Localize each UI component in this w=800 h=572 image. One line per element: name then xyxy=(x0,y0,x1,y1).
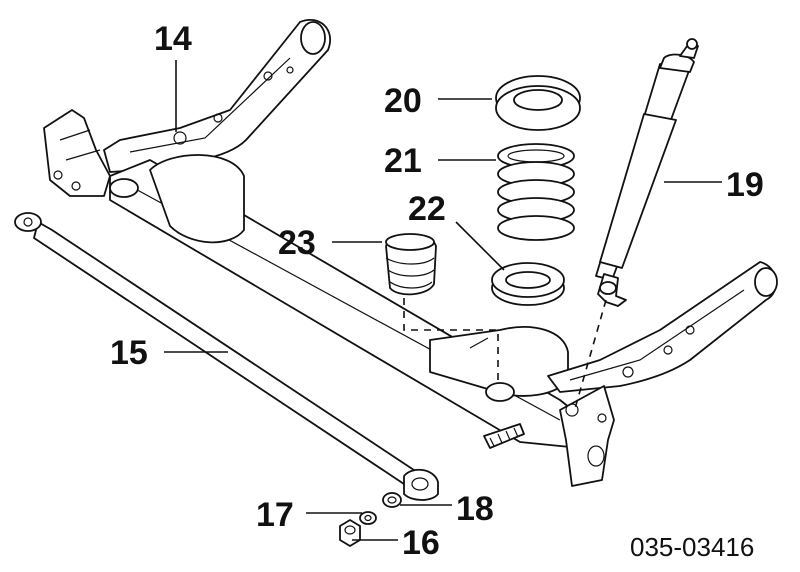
callout-20: 20 xyxy=(384,82,422,120)
callout-15: 15 xyxy=(110,334,148,372)
spring-seat-upper xyxy=(495,75,581,131)
coil-spring xyxy=(497,143,575,241)
figure-code: 035-03416 xyxy=(630,532,754,562)
callout-23: 23 xyxy=(278,224,316,262)
callout-22: 22 xyxy=(408,190,446,228)
callout-16: 16 xyxy=(402,524,440,562)
nut-16 xyxy=(339,519,361,547)
callout-14: 14 xyxy=(154,20,192,58)
leader-22 xyxy=(455,221,505,271)
lateral-rod xyxy=(14,212,439,501)
assembly-line-shock xyxy=(573,299,607,413)
assembly-line-bump-stop xyxy=(403,298,499,384)
axle-beam xyxy=(109,154,601,449)
trailing-arm-right xyxy=(547,261,778,487)
bump-stop xyxy=(385,233,437,296)
callout-17: 17 xyxy=(256,496,294,534)
callout-18: 18 xyxy=(456,490,494,528)
washer-18 xyxy=(382,492,402,508)
spring-seat-lower xyxy=(491,262,565,306)
small-hardware xyxy=(339,492,402,547)
shock-absorber xyxy=(595,38,699,307)
callout-19: 19 xyxy=(726,166,764,204)
callout-21: 21 xyxy=(384,142,422,180)
washer-17 xyxy=(359,511,377,525)
